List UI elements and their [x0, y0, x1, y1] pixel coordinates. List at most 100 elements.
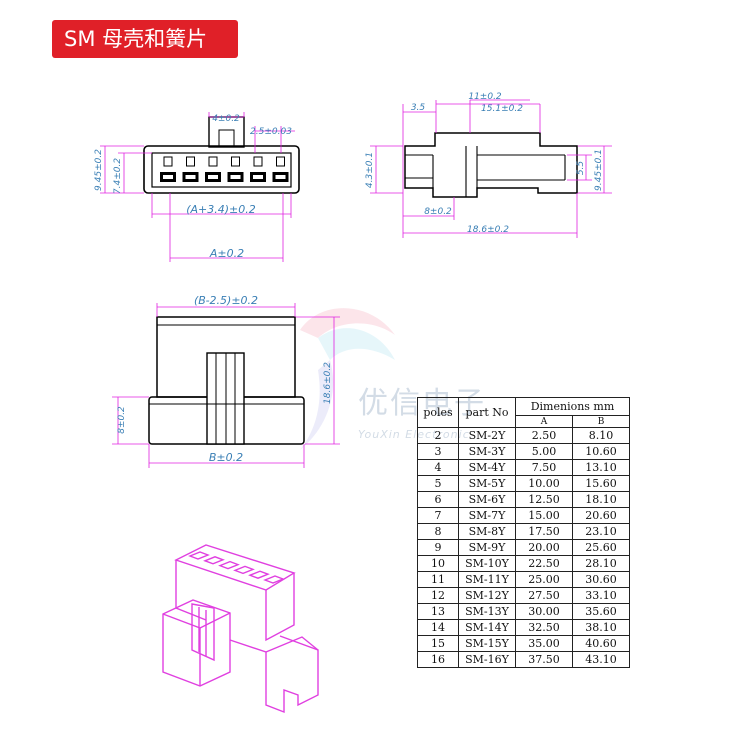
contact-slot-opening: [275, 175, 286, 179]
cell-a: 30.00: [515, 603, 573, 620]
cell-a: 35.00: [515, 635, 573, 652]
cell-b: 25.60: [572, 539, 630, 556]
cell-a: 5.00: [515, 443, 573, 460]
iso-cavity: [248, 570, 270, 579]
cell-poles: 16: [417, 651, 459, 668]
dim-top-width: (B-2.5)±0.2: [194, 294, 258, 307]
cell-part: SM-16Y: [458, 651, 516, 668]
cell-a: 17.50: [515, 523, 573, 540]
cell-a: 32.50: [515, 619, 573, 636]
dim-side-length: 18.6±0.2: [467, 225, 509, 235]
cell-a: 37.50: [515, 651, 573, 668]
header-dimensions: Dimenions mm: [515, 397, 630, 416]
dim-side-top-a: 11±0.2: [468, 92, 502, 102]
dim-side-left-height: 4.3±0.1: [365, 152, 375, 188]
contact-window: [163, 156, 173, 167]
iso-cavity: [188, 551, 210, 560]
cell-b: 23.10: [572, 523, 630, 540]
cell-b: 28.10: [572, 555, 630, 572]
cell-part: SM-15Y: [458, 635, 516, 652]
cell-a: 27.50: [515, 587, 573, 604]
isometric-view: [162, 544, 319, 714]
cell-poles: 14: [417, 619, 459, 636]
cell-poles: 12: [417, 587, 459, 604]
cell-part: SM-11Y: [458, 571, 516, 588]
cell-poles: 13: [417, 603, 459, 620]
cell-part: SM-13Y: [458, 603, 516, 620]
iso-cavity: [233, 565, 255, 575]
contact-slot-opening: [253, 175, 263, 179]
dim-side-offset: 3.5: [411, 103, 426, 113]
cell-poles: 3: [417, 443, 459, 460]
cell-poles: 7: [417, 507, 459, 524]
cell-b: 20.60: [572, 507, 630, 524]
iso-cavity: [263, 575, 285, 584]
contact-slot-opening: [185, 175, 196, 179]
header-b: B: [572, 415, 630, 428]
iso-cavity: [218, 560, 240, 570]
front-view: 9.45±0.2 7.4±0.2 4±0.2 2.5±0.03 (A+3.4)±…: [94, 112, 300, 262]
cell-b: 38.10: [572, 619, 630, 636]
cell-part: SM-4Y: [458, 459, 516, 476]
contact-window: [276, 156, 285, 167]
cell-a: 10.00: [515, 475, 573, 492]
dim-front-a-length: A±0.2: [209, 247, 244, 260]
watermark-logo: [300, 308, 395, 450]
contact-slot-opening: [230, 175, 241, 179]
dim-top-right-height: 18.6±0.2: [323, 362, 333, 404]
cell-part: SM-9Y: [458, 539, 516, 556]
cell-b: 30.60: [572, 571, 630, 588]
cell-part: SM-8Y: [458, 523, 516, 540]
cell-part: SM-10Y: [458, 555, 516, 572]
cell-poles: 4: [417, 459, 459, 476]
cell-part: SM-7Y: [458, 507, 516, 524]
cell-a: 2.50: [515, 427, 573, 444]
contact-window: [253, 156, 263, 167]
cell-part: SM-3Y: [458, 443, 516, 460]
cell-part: SM-12Y: [458, 587, 516, 604]
cell-b: 8.10: [572, 427, 630, 444]
header-poles: poles: [417, 397, 459, 428]
dim-top-b-length: B±0.2: [209, 451, 243, 464]
cell-b: 40.60: [572, 635, 630, 652]
contact-window: [231, 156, 240, 167]
cell-b: 35.60: [572, 603, 630, 620]
contact-window: [186, 156, 195, 167]
contact-slot-opening: [163, 175, 173, 179]
dim-top-left-height: 8±0.2: [117, 406, 127, 434]
cell-poles: 5: [417, 475, 459, 492]
cell-part: SM-6Y: [458, 491, 516, 508]
top-view: (B-2.5)±0.2 8±0.2 18.6±0.2 B±0.2: [112, 294, 340, 468]
dim-front-inner-length: (A+3.4)±0.2: [186, 203, 256, 216]
dim-front-height-total: 9.45±0.2: [94, 149, 104, 191]
cell-part: SM-2Y: [458, 427, 516, 444]
cell-a: 7.50: [515, 459, 573, 476]
dim-front-height-inner: 7.4±0.2: [113, 158, 123, 194]
cell-part: SM-14Y: [458, 619, 516, 636]
cell-a: 15.00: [515, 507, 573, 524]
cell-b: 18.10: [572, 491, 630, 508]
iso-cavity: [203, 556, 225, 565]
cell-a: 20.00: [515, 539, 573, 556]
cell-poles: 6: [417, 491, 459, 508]
side-view: 3.5 11±0.2 15.1±0.2 4.3±0.1 5.5 9.45±0.1…: [365, 92, 612, 238]
cell-poles: 10: [417, 555, 459, 572]
header-a: A: [515, 415, 573, 428]
cell-a: 12.50: [515, 491, 573, 508]
cell-b: 10.60: [572, 443, 630, 460]
cell-a: 22.50: [515, 555, 573, 572]
header-part-no: part No: [458, 397, 516, 428]
